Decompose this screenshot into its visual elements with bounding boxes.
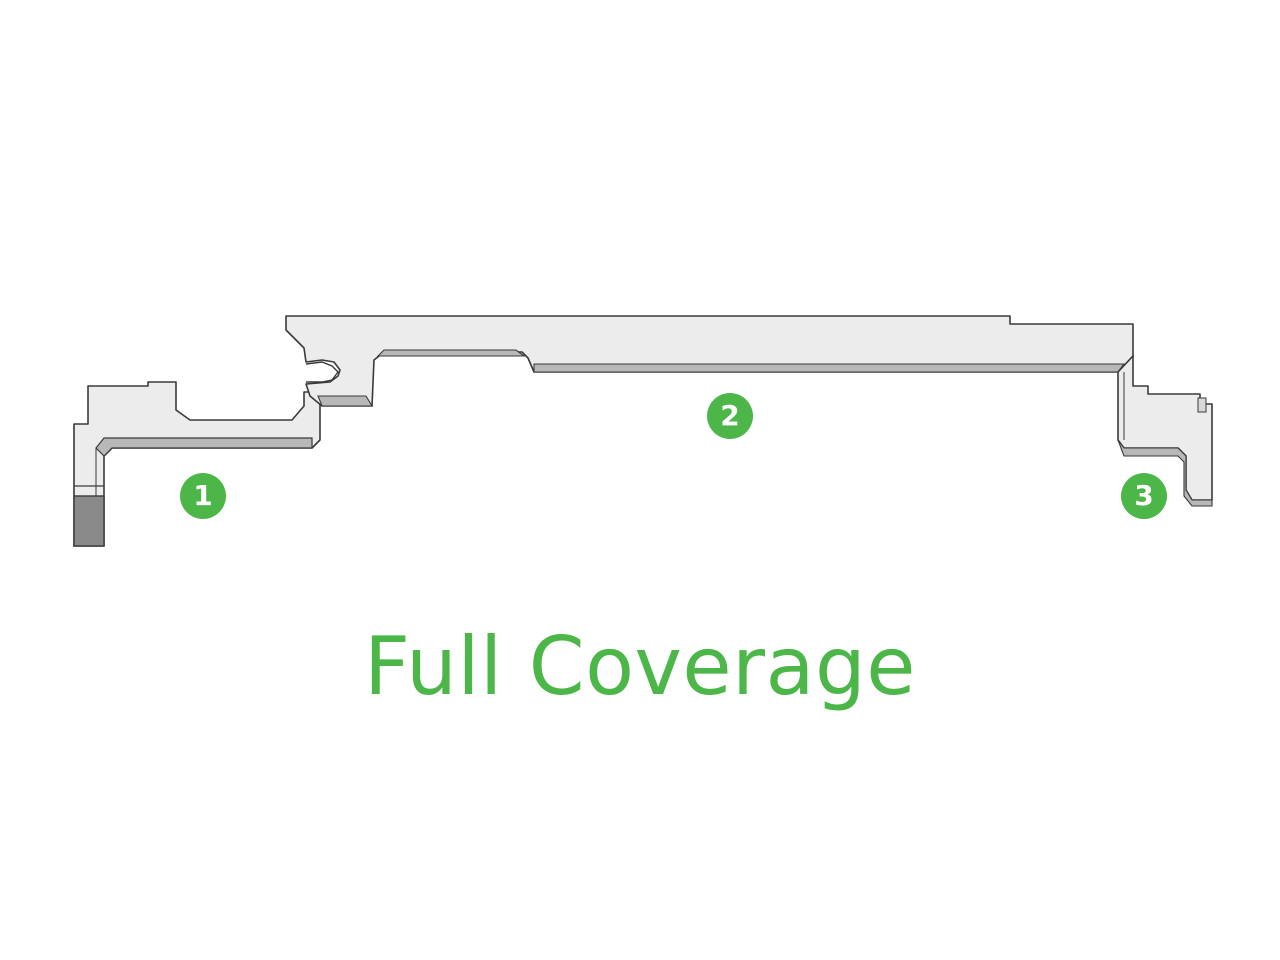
segment-1-lower-ledge — [95, 437, 313, 457]
callout-marker-1-label: 1 — [193, 479, 213, 512]
callout-marker-3: 3 — [1121, 473, 1167, 519]
callout-marker-3-label: 3 — [1134, 479, 1154, 512]
segment-2-lower-ledge — [533, 363, 1126, 373]
segment-2-step-ledge — [317, 395, 373, 407]
segment-3-tab — [1197, 397, 1207, 413]
segment-2-recess-ledge — [376, 349, 526, 357]
callout-marker-2-label: 2 — [720, 399, 740, 432]
segment-1-face — [73, 381, 321, 547]
segment-2-notch — [305, 361, 339, 383]
caption-title: Full Coverage — [363, 620, 916, 713]
segment-2-long-bar — [285, 315, 1134, 407]
callout-marker-1: 1 — [180, 473, 226, 519]
segment-1-foot-shadow — [73, 495, 105, 547]
segment-3-ledge — [1117, 439, 1213, 507]
callout-marker-2: 2 — [707, 393, 753, 439]
segment-2-face — [285, 315, 1134, 407]
segment-3-right-hook — [1117, 355, 1213, 507]
segment-1-left-bracket — [73, 381, 321, 547]
